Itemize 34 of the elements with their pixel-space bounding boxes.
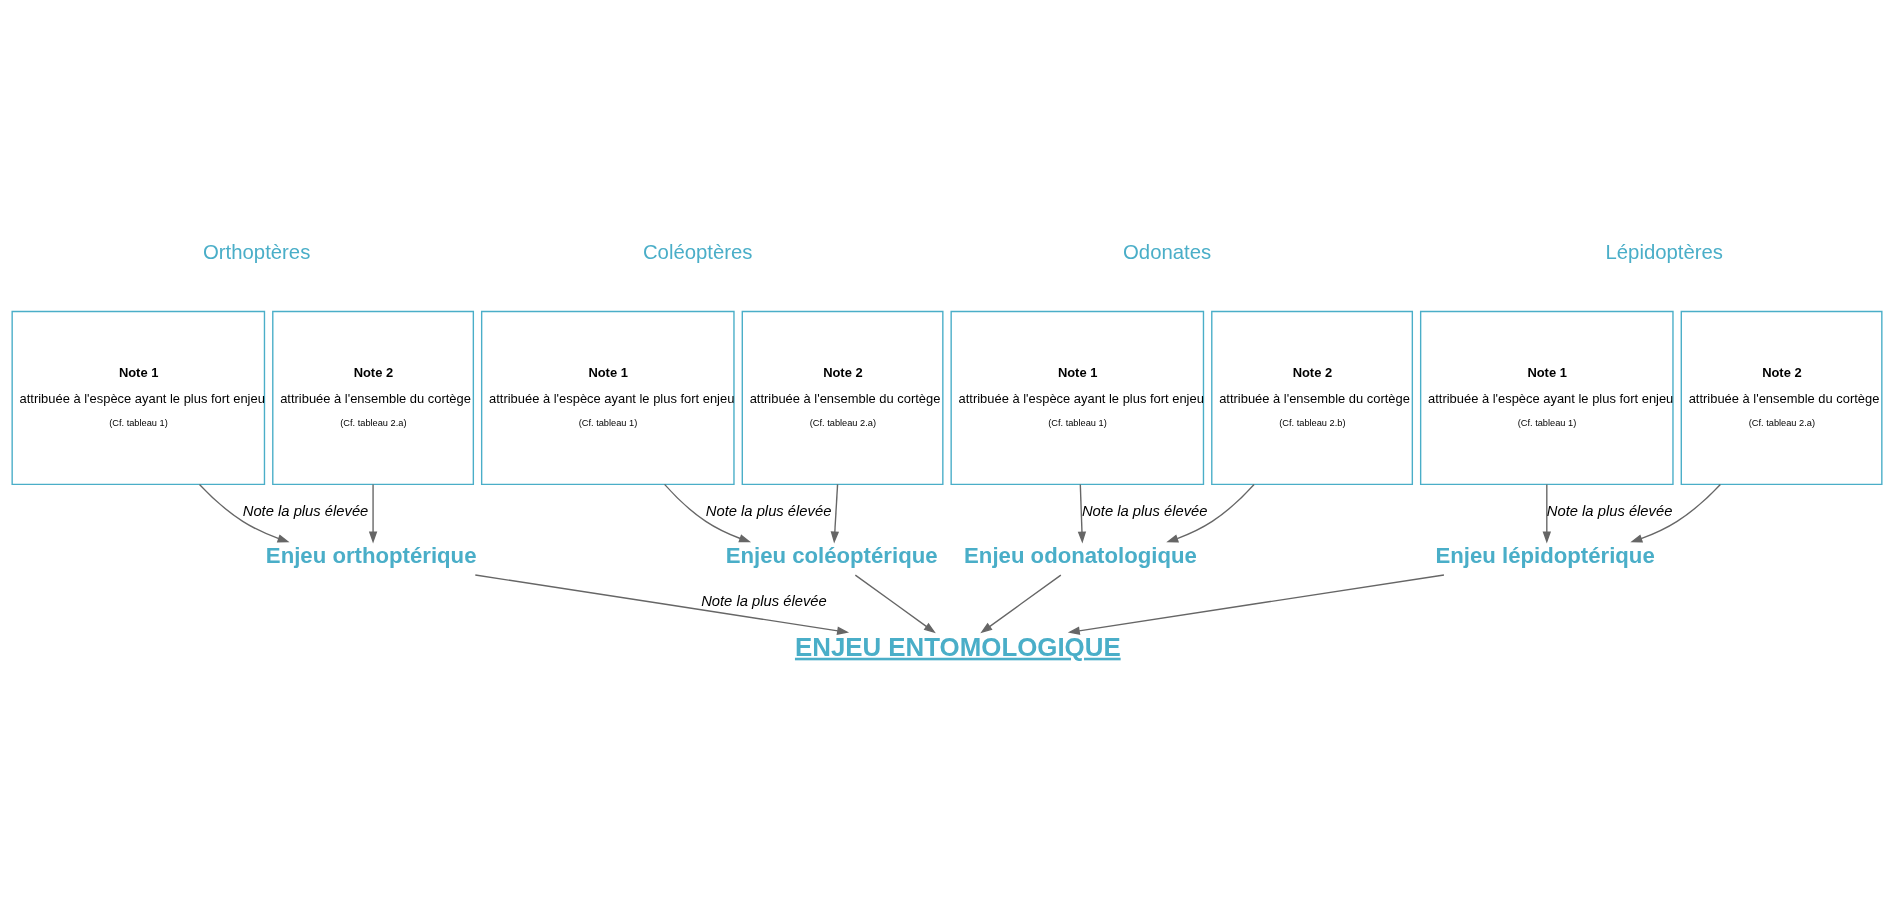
node-box: Note 1 attribuée à l'espèce ayant le plus fort enjeu (Cf. tableau 1): [950, 310, 1205, 485]
node-box: Note 1 attribuée à l'espèce ayant le plus fort enjeu (Cf. tableau 1): [11, 310, 266, 485]
node-text: Enjeu odonatologique: [964, 542, 1197, 568]
label: Lépidoptères: [1605, 240, 1724, 263]
edge-label: Note la plus élevée: [701, 592, 827, 609]
edge-label: Note la plus élevée: [705, 502, 832, 519]
arrow: [854, 573, 936, 633]
label: Orthoptères: [203, 240, 311, 263]
arrow: [1077, 483, 1087, 544]
node-text: Enjeu lépidoptérique: [1435, 542, 1655, 568]
arrow: [663, 483, 752, 542]
edge-label: Note la plus élevée: [1081, 502, 1208, 519]
node-box: Note 1 attribuée à l'espèce ayant le plus fort enjeu (Cf. tableau 1): [480, 310, 735, 485]
arrow: [1166, 483, 1255, 542]
edge-label: Note la plus élevée: [1546, 502, 1673, 519]
label: Odonates: [1123, 240, 1212, 263]
node-text: ENJEU ENTOMOLOGIQUE: [794, 632, 1121, 661]
arrow: [1630, 483, 1722, 542]
node-box: Note 2 attribuée à l'ensemble du cortège (Cf. tableau 2.a): [272, 310, 475, 485]
label: Coléoptères: [642, 240, 753, 263]
node-text: Enjeu coléoptérique: [725, 542, 938, 568]
arrow: [830, 483, 840, 544]
arrow: [980, 573, 1062, 633]
node-text: Enjeu orthoptérique: [265, 542, 477, 568]
arrow: [474, 573, 850, 635]
arrow: [1067, 573, 1445, 635]
node-box: Note 2 attribuée à l'ensemble du cortège (Cf. tableau 2.a): [1680, 310, 1883, 485]
arrow: [368, 483, 378, 544]
node-box: Note 2 attribuée à l'ensemble du cortège (Cf. tableau 2.a): [741, 310, 944, 485]
node-box: Note 1 attribuée à l'espèce ayant le plus fort enjeu (Cf. tableau 1): [1419, 310, 1674, 485]
node-box: Note 2 attribuée à l'ensemble du cortège (Cf. tableau 2.b): [1211, 310, 1414, 485]
arrow: [1542, 483, 1552, 544]
edge-label: Note la plus élevée: [242, 502, 369, 519]
arrow: [198, 483, 290, 542]
